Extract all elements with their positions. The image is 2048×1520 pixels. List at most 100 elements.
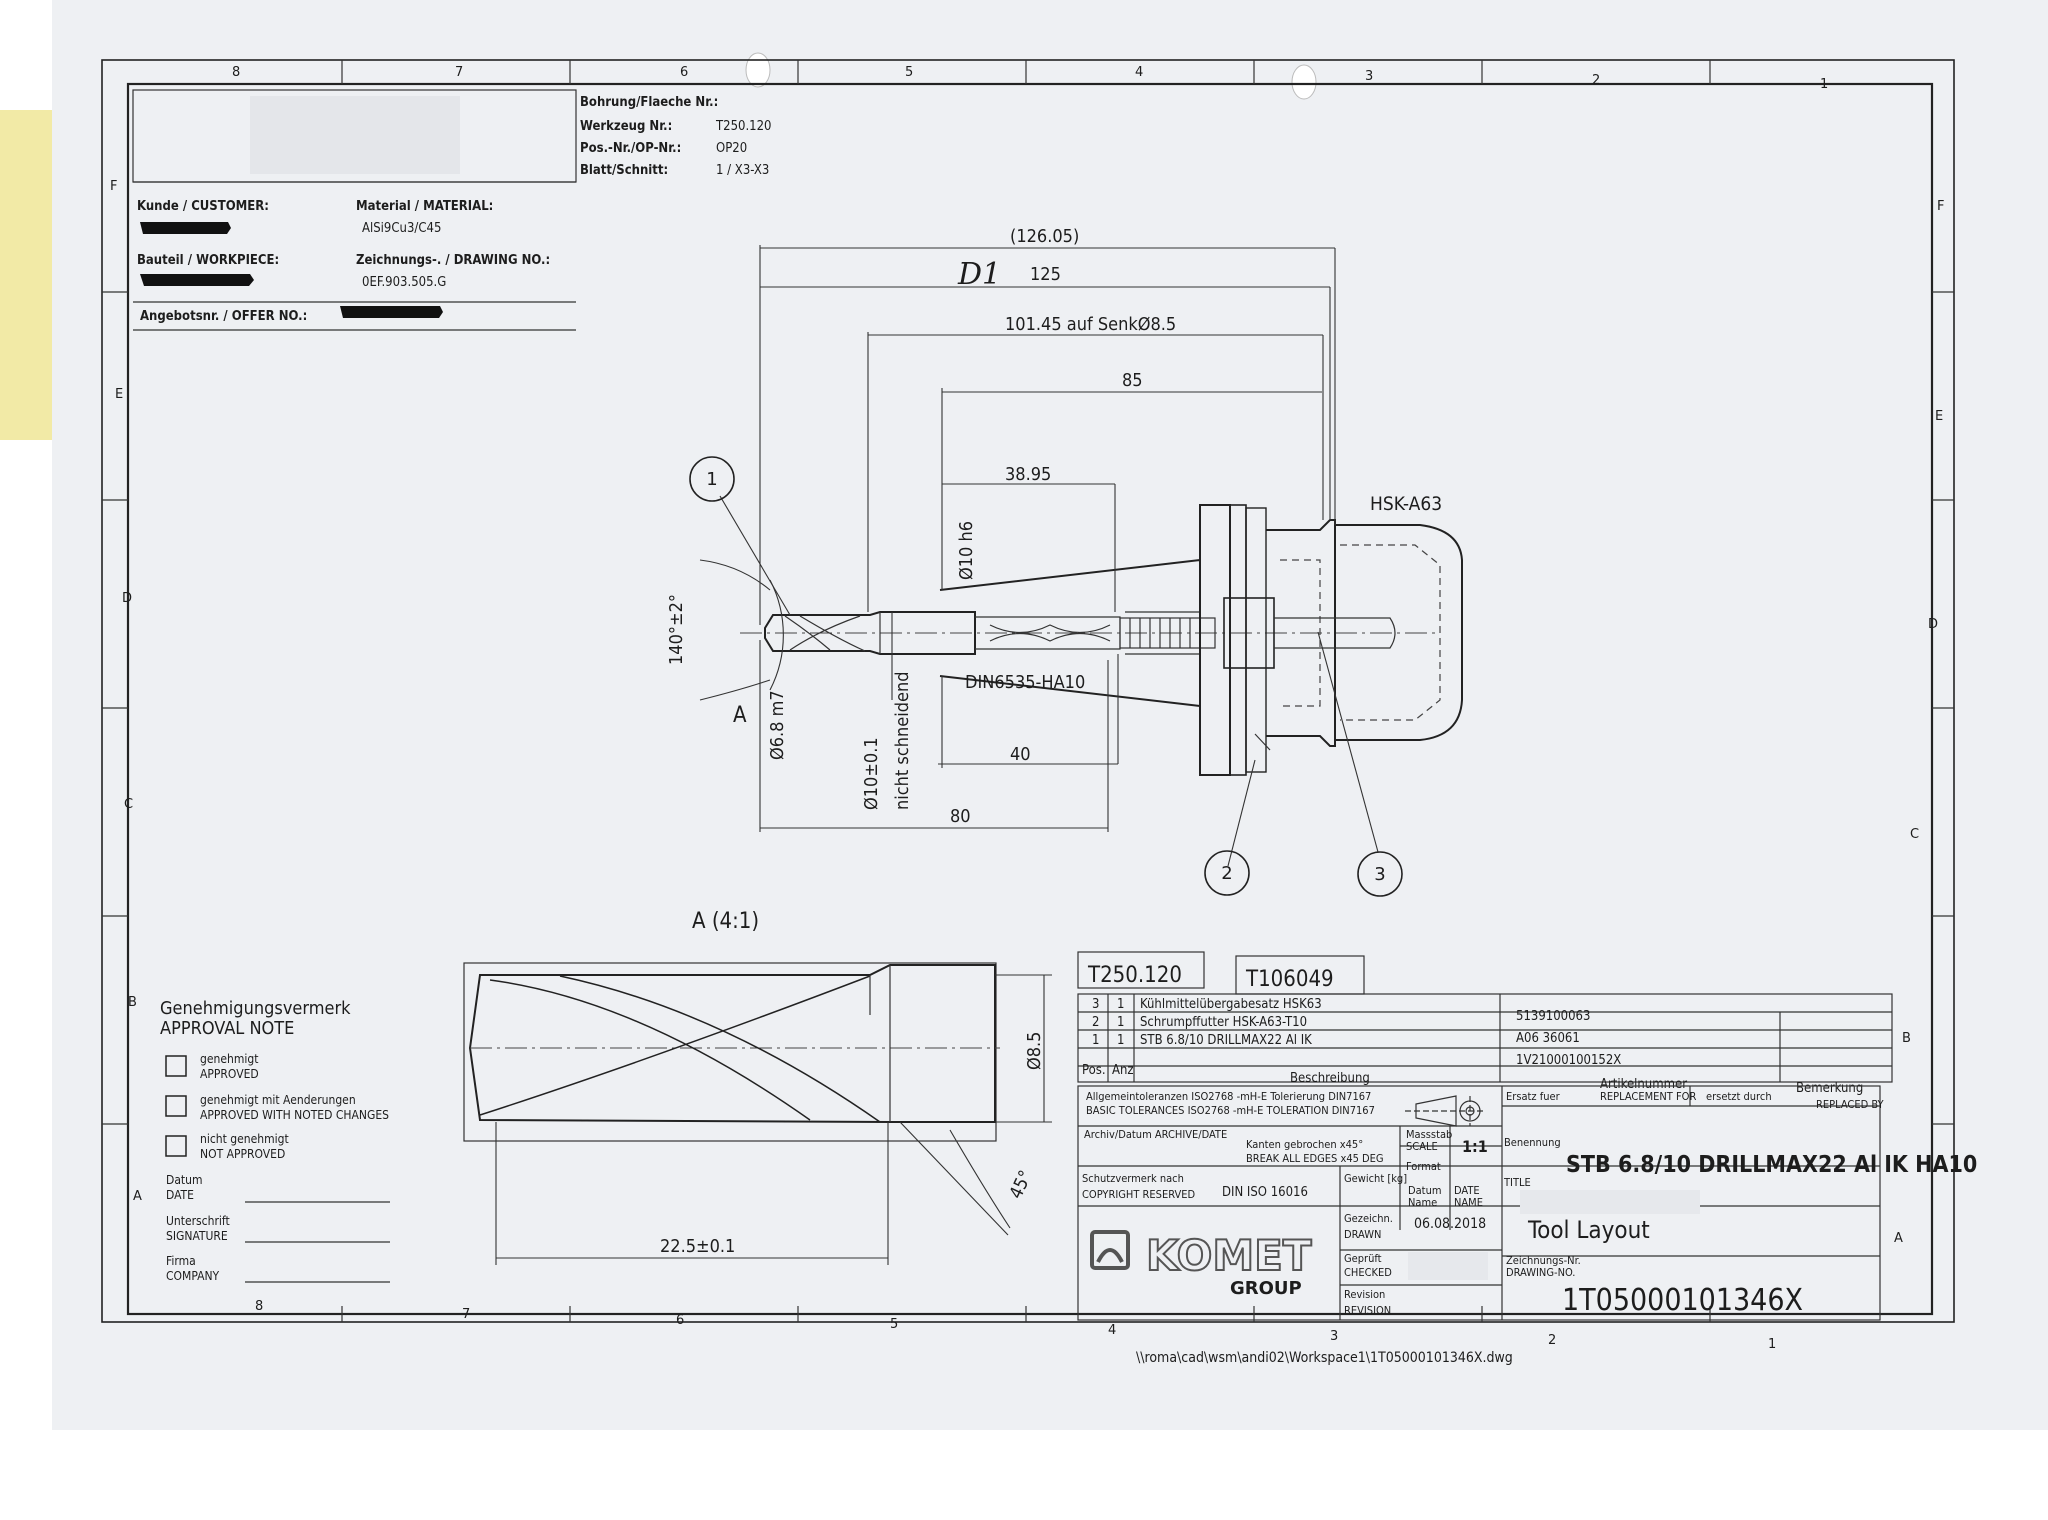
balloon-3-label: 3 (1374, 864, 1385, 885)
zone-col-bottom: 4 (1108, 1323, 1116, 1338)
dimension-texts: (126.05) 125 D1 101.45 auf SenkØ8.5 85 3… (666, 226, 1442, 827)
balloons: 1 2 3 (689, 456, 1403, 897)
customer-label: Kunde / CUSTOMER: (137, 199, 269, 214)
drawn-date: 06.08.2018 (1414, 1216, 1486, 1232)
drawing-sheet (52, 0, 2048, 1430)
yellow-paper-edge (0, 110, 62, 440)
drawing-no-label: Zeichnungs-. / DRAWING NO.: (356, 253, 550, 268)
view-a-marker: A (733, 703, 747, 728)
part-3-art: 5139100063 (1516, 1009, 1590, 1024)
zone-row-left: B (128, 995, 137, 1010)
company-de: Firma (166, 1254, 196, 1268)
zone-col-top: 6 (680, 65, 688, 80)
din-label: DIN6535-HA10 (965, 672, 1085, 693)
dim-d1-handwritten: D1 (957, 257, 1001, 292)
revision-en: REVISION (1344, 1304, 1391, 1317)
part-3-pos: 3 (1092, 997, 1099, 1012)
scale-value: 1:1 (1462, 1137, 1488, 1156)
zone-col-bottom: 7 (462, 1307, 470, 1322)
balloon-2 (1204, 850, 1250, 896)
drawn-de: Gezeichn. (1344, 1212, 1393, 1225)
zone-row-right: D (1928, 617, 1938, 632)
zone-col-bottom: 8 (255, 1299, 263, 1314)
approval-title-en: APPROVAL NOTE (160, 1018, 294, 1039)
blurred-region (1408, 1252, 1488, 1280)
approval-note: Genehmigungsvermerk APPROVAL NOTE genehm… (160, 998, 390, 1283)
zone-row-left: D (122, 591, 132, 606)
blurred-region (1520, 1190, 1700, 1214)
part-2-qty: 1 (1117, 1015, 1124, 1030)
balloon-1 (689, 456, 735, 502)
balloon-2-label: 2 (1221, 863, 1232, 884)
dim-10tol: Ø10±0.1 (861, 737, 882, 810)
offer-label: Angebotsnr. / OFFER NO.: (140, 309, 307, 324)
balloon-1-label: 1 (706, 469, 717, 490)
title-label: TITLE (1503, 1176, 1531, 1189)
drawn-en: DRAWN (1344, 1228, 1381, 1241)
edges-en: BREAK ALL EDGES x45 DEG (1246, 1152, 1384, 1165)
tolerance-en: BASIC TOLERANCES ISO2768 -mH-E TOLERATIO… (1086, 1104, 1375, 1117)
dim-125: 125 (1030, 264, 1061, 285)
komet-brand: KOMET (1146, 1231, 1312, 1280)
tool-label: Werkzeug Nr.: (580, 119, 672, 134)
zone-row-left: F (110, 179, 117, 194)
redaction (340, 306, 443, 318)
opt2-de: genehmigt mit Aenderungen (200, 1093, 356, 1107)
hsk-label: HSK-A63 (1370, 493, 1442, 515)
approval-title-de: Genehmigungsvermerk (160, 998, 351, 1019)
scale-en: SCALE (1406, 1140, 1438, 1153)
approved-checkbox[interactable] (165, 1055, 187, 1077)
opt3-en: NOT APPROVED (200, 1147, 285, 1161)
pos-label: Pos.-Nr./OP-Nr.: (580, 141, 681, 156)
replace-for-en: REPLACEMENT FOR (1600, 1090, 1696, 1103)
zone-row-right: A (1894, 1231, 1903, 1246)
dim-angle-140: 140°±2° (666, 594, 687, 665)
scale-de: Massstab (1406, 1128, 1452, 1141)
replaced-by-en: REPLACED BY (1816, 1098, 1885, 1111)
inner-frame (126, 82, 1934, 1316)
format-de: Format (1406, 1160, 1441, 1173)
detail-view-a: A (4:1) Ø8.5 45° 22.5±0.1 (463, 909, 1052, 1265)
not-approved-checkbox[interactable] (165, 1135, 187, 1157)
tolerance-de: Allgemeintoleranzen ISO2768 -mH-E Toleri… (1086, 1090, 1371, 1103)
col-qty: Anz (1112, 1063, 1134, 1078)
zone-col-bottom: 3 (1330, 1329, 1338, 1344)
part-3-desc: Kühlmittelübergabesatz HSK63 (1140, 997, 1322, 1012)
signature-de: Unterschrift (166, 1214, 230, 1228)
weight-label: Gewicht [kg] (1344, 1172, 1407, 1185)
archive-label: Archiv/Datum ARCHIVE/DATE (1084, 1128, 1227, 1141)
komet-brand-sub: GROUP (1230, 1278, 1302, 1299)
tag-assembly-no: T106049 (1245, 967, 1334, 992)
replaced-by-de: ersetzt durch (1706, 1090, 1772, 1103)
date-header-de: Datum (1408, 1184, 1441, 1197)
checked-de: Geprüft (1344, 1252, 1382, 1265)
date-header-en: DATE (1454, 1184, 1480, 1197)
dim-40: 40 (1010, 744, 1031, 765)
name-label: Benennung (1504, 1136, 1561, 1149)
sheet-value: 1 / X3-X3 (716, 163, 769, 178)
zone-col-bottom: 2 (1548, 1333, 1556, 1348)
opt1-de: genehmigt (200, 1052, 258, 1066)
zone-row-right: E (1935, 409, 1943, 424)
dim-68m7: Ø6.8 m7 (767, 690, 788, 760)
approved-changes-checkbox[interactable] (165, 1095, 187, 1117)
dimension-lines (699, 245, 1379, 867)
tool-layout-title: Tool Layout (1527, 1216, 1650, 1244)
material-label: Material / MATERIAL: (356, 199, 493, 214)
zone-col-top: 8 (232, 65, 240, 80)
material-value: AlSi9Cu3/C45 (362, 221, 441, 236)
zone-row-right: C (1910, 827, 1919, 842)
zone-row-left: A (133, 1189, 142, 1204)
zone-row-left: C (124, 797, 133, 812)
name-header-en: NAME (1454, 1196, 1483, 1209)
name-header-de: Name (1408, 1196, 1437, 1209)
pos-value: OP20 (716, 141, 747, 156)
part-1-art: 1V21000100152X (1516, 1053, 1621, 1068)
tool-assembly (740, 504, 1463, 776)
opt2-en: APPROVED WITH NOTED CHANGES (200, 1108, 389, 1122)
opt3-de: nicht genehmigt (200, 1132, 289, 1146)
projection-symbol-icon (1405, 1095, 1485, 1127)
header-info-block: Kunde / CUSTOMER: Material / MATERIAL: B… (132, 89, 577, 331)
detail-length: 22.5±0.1 (660, 1236, 735, 1257)
punch-hole (1291, 64, 1317, 100)
